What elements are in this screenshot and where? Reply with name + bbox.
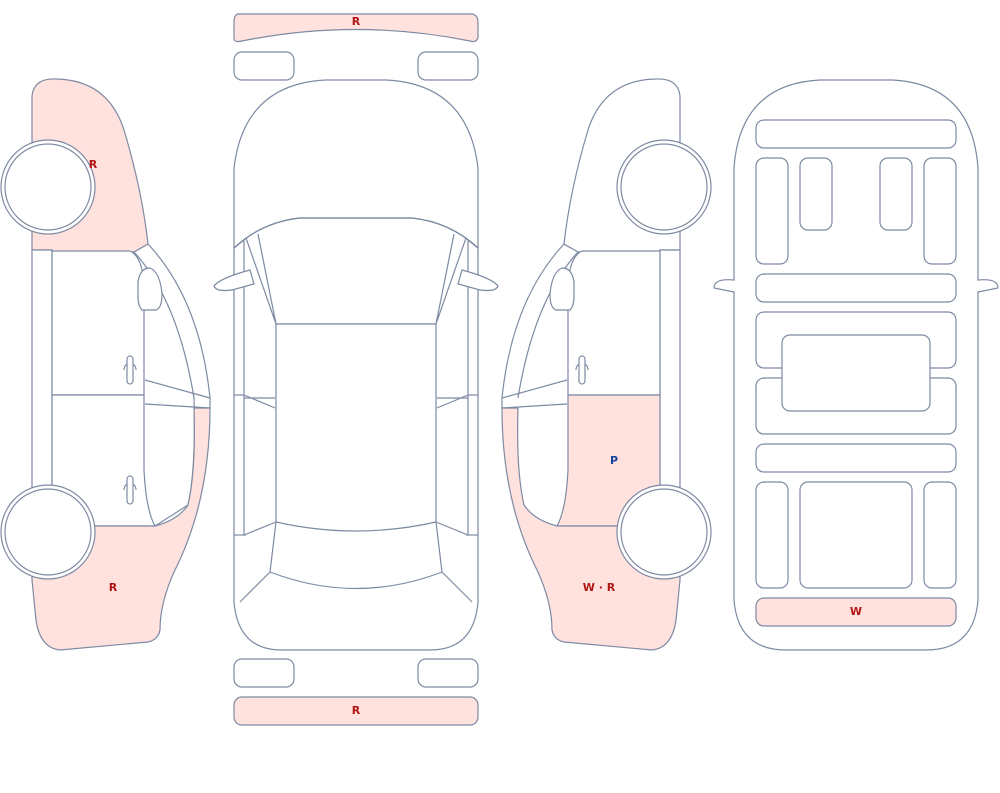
left-front-wheel[interactable] <box>0 139 96 235</box>
label-under-rear: W <box>850 605 862 618</box>
roof[interactable] <box>275 323 437 532</box>
left-rear-quarter[interactable] <box>31 407 211 651</box>
label-right-rear: W · R <box>583 581 616 594</box>
front-left-panel[interactable] <box>755 157 789 265</box>
label-right-rear-door: P <box>610 454 618 467</box>
rear-right-panel[interactable] <box>923 481 957 589</box>
left-rear-wheel[interactable] <box>0 484 96 580</box>
front-bench[interactable] <box>755 273 957 303</box>
rear-trim[interactable] <box>755 597 957 627</box>
interior-view: W <box>713 79 999 651</box>
right-front-door[interactable] <box>567 250 661 396</box>
left-side-view: R R <box>0 78 211 651</box>
cargo-area[interactable] <box>799 481 913 589</box>
right-mirror[interactable] <box>549 267 575 311</box>
top-view: R R <box>213 13 499 726</box>
left-front-door[interactable] <box>51 250 145 396</box>
front-left-seat[interactable] <box>799 157 833 231</box>
center-console[interactable] <box>781 334 931 412</box>
headlight-right[interactable] <box>417 51 479 81</box>
label-roof-front: R <box>352 15 361 28</box>
taillight-right[interactable] <box>417 658 479 688</box>
taillight-left[interactable] <box>233 658 295 688</box>
front-right-panel[interactable] <box>923 157 957 265</box>
label-roof-rear: R <box>352 704 361 717</box>
rear-bumper[interactable] <box>233 696 479 726</box>
right-rear-quarter[interactable] <box>501 407 681 651</box>
windshield[interactable] <box>233 217 479 325</box>
mirror-right[interactable] <box>457 269 499 292</box>
right-front-handle[interactable] <box>578 355 586 385</box>
rear-bench[interactable] <box>755 443 957 473</box>
mirror-left[interactable] <box>213 269 255 292</box>
dashboard[interactable] <box>755 119 957 149</box>
left-mirror[interactable] <box>137 267 163 311</box>
left-rear-handle[interactable] <box>126 475 134 505</box>
right-rear-wheel[interactable] <box>616 484 712 580</box>
left-front-handle[interactable] <box>126 355 134 385</box>
right-side-view: P W · R <box>501 78 712 651</box>
front-bumper[interactable] <box>233 13 479 43</box>
label-left-front: R <box>89 158 98 171</box>
right-front-wheel[interactable] <box>616 139 712 235</box>
rear-left-panel[interactable] <box>755 481 789 589</box>
headlight-left[interactable] <box>233 51 295 81</box>
front-right-seat[interactable] <box>879 157 913 231</box>
label-left-rear: R <box>109 581 118 594</box>
